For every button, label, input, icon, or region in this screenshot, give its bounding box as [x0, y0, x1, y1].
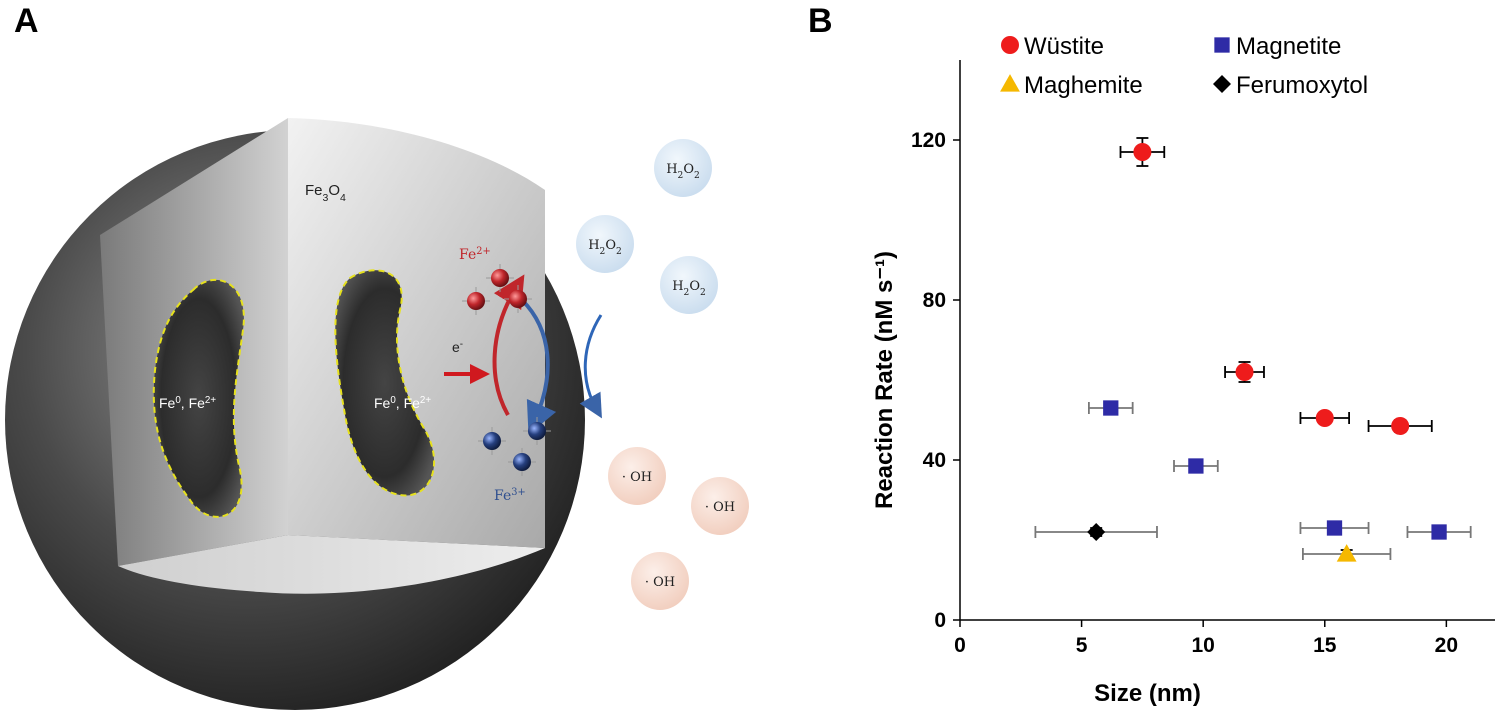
legend-label: Wüstite [1024, 33, 1104, 60]
data-point-wstite [1133, 143, 1152, 161]
fe3-ion [483, 432, 501, 450]
legend-marker [1214, 37, 1230, 53]
y-tick-label: 40 [923, 449, 946, 472]
right-core [334, 269, 435, 497]
data-point-magnetite [1103, 400, 1119, 416]
x-tick-label: 0 [954, 634, 966, 657]
legend-label: Ferumoxytol [1236, 72, 1368, 99]
reaction-arrow [579, 314, 603, 419]
oh-bubble: · OH [631, 552, 689, 610]
x-tick-label: 15 [1313, 634, 1337, 657]
svg-text:H2O2: H2O2 [672, 279, 706, 298]
panel-a: A Fe3O4 Fe0, Fe2+ Fe0, Fe2+ e- Fe2+ [5, 2, 749, 710]
oh-bubble: · OH [691, 477, 749, 535]
data-point-wstite [1235, 363, 1254, 381]
fe2-ion-cluster [462, 264, 532, 315]
h2o2-bubble: H2O2 [660, 256, 718, 314]
shell-label: Fe3O4 [305, 182, 346, 204]
x-tick-label: 20 [1435, 634, 1458, 657]
y-axis-label: Reaction Rate (nM s⁻¹) [871, 251, 898, 509]
right-core-label: Fe0, Fe2+ [374, 395, 431, 412]
fe3-ion [513, 453, 531, 471]
data-point-magnetite [1431, 524, 1447, 540]
oh-bubble: · OH [608, 447, 666, 505]
fe3-ion [528, 422, 546, 440]
y-tick-label: 80 [923, 289, 946, 312]
legend-marker [1001, 36, 1019, 54]
h2o2-bubble: H2O2 [654, 139, 712, 197]
h2o2-bubble: H2O2 [576, 215, 634, 273]
fe3-label: Fe3+ [494, 487, 526, 505]
x-tick-label: 5 [1076, 634, 1088, 657]
data-point-magnetite [1188, 458, 1204, 474]
data-point-wstite [1315, 409, 1334, 427]
data-point-ferumoxytol [1087, 523, 1106, 541]
legend-label: Magnetite [1236, 33, 1341, 60]
legend-label: Maghemite [1024, 72, 1143, 99]
svg-text:H2O2: H2O2 [666, 162, 700, 181]
legend-marker [1000, 74, 1020, 92]
left-core [152, 278, 245, 518]
x-tick-label: 10 [1192, 634, 1215, 657]
fe3-ion-cluster [478, 417, 551, 476]
cutaway-floor [118, 535, 545, 594]
left-core-label: Fe0, Fe2+ [159, 395, 216, 412]
fe2-ion [491, 269, 509, 287]
panel-a-label: A [14, 2, 39, 40]
data-point-wstite [1391, 417, 1410, 435]
fe2-ion [509, 290, 527, 308]
panel-b-label: B [808, 2, 833, 40]
y-tick-label: 0 [934, 609, 946, 632]
data-point-maghemite [1336, 544, 1357, 562]
fe2-ion [467, 292, 485, 310]
svg-text:H2O2: H2O2 [588, 238, 622, 257]
data-point-magnetite [1326, 520, 1343, 536]
electron-label: e- [452, 339, 463, 356]
x-axis-label: Size (nm) [1094, 680, 1201, 707]
electron-arrow [444, 364, 490, 384]
svg-text:· OH: · OH [622, 470, 652, 485]
reduction-arrow [492, 274, 525, 416]
fe2-label: Fe2+ [459, 246, 491, 264]
svg-text:· OH: · OH [645, 575, 675, 590]
y-tick-label: 120 [911, 129, 946, 152]
oxidation-arrow [520, 298, 557, 435]
svg-text:· OH: · OH [705, 500, 735, 515]
legend-marker [1213, 75, 1231, 93]
